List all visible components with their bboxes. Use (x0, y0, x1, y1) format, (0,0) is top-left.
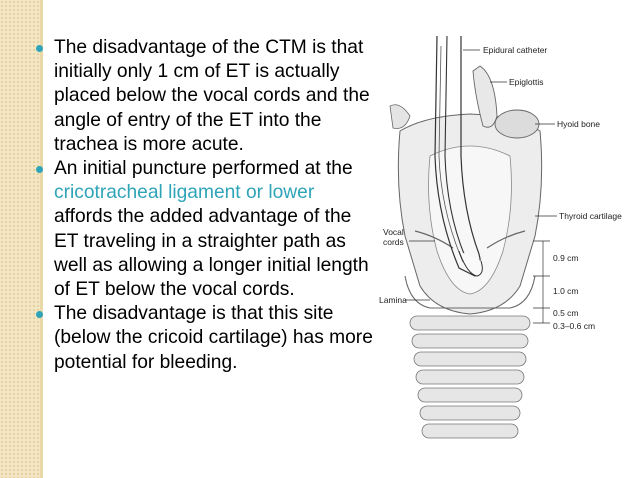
bullet-text: The disadvantage of the CTM is that init… (54, 37, 370, 155)
epidural-catheter (444, 36, 468, 262)
bullet-list: The disadvantage of the CTM is that init… (36, 36, 376, 375)
hyoid-bone-shape (494, 109, 540, 139)
label-epidural-catheter: Epidural catheter (483, 45, 547, 55)
larynx-diagram: Epidural catheter Epiglottis Hyoid bone … (375, 36, 638, 440)
label-thyroid-cartilage: Thyroid cartilage (559, 211, 622, 221)
cricoid-shape (404, 275, 536, 309)
trachea-rings (409, 315, 531, 439)
measurement-label: 0.9 cm (553, 253, 579, 263)
decorative-divider (40, 0, 43, 478)
bullet-dot-icon (36, 166, 43, 174)
bullet-text-after: affords the added advantage of the ET tr… (54, 206, 369, 301)
highlighted-term: cricotracheal ligament or lower (54, 182, 315, 204)
bullet-text-before: An initial puncture performed at the (54, 158, 353, 180)
bullet-item: An initial puncture performed at the cri… (36, 157, 376, 302)
bullet-item: The disadvantage of the CTM is that init… (36, 36, 376, 157)
larynx-illustration: Epidural catheter Epiglottis Hyoid bone … (379, 36, 622, 439)
vocal-fold-right (486, 230, 526, 249)
decorative-side-band (0, 0, 40, 478)
hyoid-left-shape (389, 104, 411, 129)
label-hyoid-bone: Hyoid bone (557, 119, 600, 129)
measurement-label: 0.5 cm (553, 308, 579, 318)
et-tube-inner (438, 45, 464, 263)
measurement-label: 0.3–0.6 cm (553, 321, 595, 331)
bullet-dot-icon (36, 311, 43, 319)
airway-shape (428, 145, 512, 295)
epiglottis-shape (472, 65, 498, 128)
measurement-label: 1.0 cm (553, 286, 579, 296)
text-column: The disadvantage of the CTM is that init… (36, 36, 376, 375)
vocal-fold-left (414, 230, 454, 249)
et-tube-tip (458, 250, 483, 277)
label-epiglottis: Epiglottis (509, 77, 544, 87)
label-vocal: Vocal (383, 227, 404, 237)
bullet-item: The disadvantage is that this site (belo… (36, 302, 376, 375)
leader-lines (405, 49, 557, 324)
bullet-text: The disadvantage is that this site (belo… (54, 303, 373, 373)
label-cords: cords (383, 237, 404, 247)
bullet-dot-icon (36, 45, 43, 52)
label-lamina: Lamina (379, 295, 407, 305)
